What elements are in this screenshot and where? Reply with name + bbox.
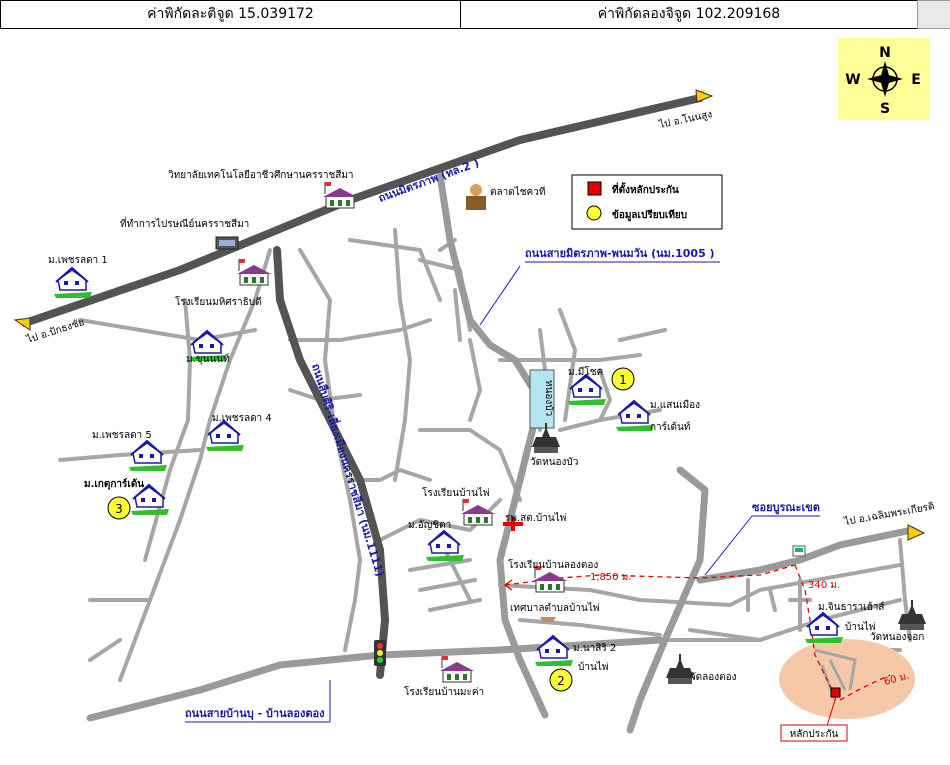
label-chindarat2: บ้านไพ่ [845,621,875,633]
compass-n: N [879,45,891,61]
collateral-marker: หลักประกัน [780,687,848,742]
dir-nonsung: ไป อ.โนนสูง [657,107,713,131]
label-saenmueang2: การ์เด้นท์ [650,421,690,433]
coordinate-bar: ค่าพิกัดละติจูด 15.039172 ค่าพิกัดลองจิจ… [0,0,950,29]
label-wat-longtong: วัดลองตอง [690,672,737,683]
label-school-banphai: โรงเรียนบ้านไพ่ [422,486,490,499]
main-roads [86,171,916,734]
direction-labels: ไป อ.โนนสูง ไป อ.ปักธงชัย ไป อ.เฉลิมพระเ… [24,107,935,528]
label-anchita: ม.อัญชิตา [408,520,451,531]
collateral-zone [779,639,915,719]
label-college: วิทยาลัยเทคโนโลยีอาชีวศึกษานครราชสีมา [168,168,354,181]
label-market: ตลาดไชควที [490,186,545,198]
legend: ที่ตั้งหลักประกัน ข้อมูลเปรียบเทียบ [571,174,723,230]
label-mittraphap-phanom: ถนนสายมิตรภาพ-พนมวัน (นม.1005 ) [525,247,715,260]
label-school-longtong: โรงเรียนบ้านลองตอง [508,558,598,571]
label-wat-nongchok: วัดหนองจอก [870,632,924,643]
label-natsiri1: ม.นาสิริ 2 [573,643,616,654]
pond: หนองบัว [529,369,555,429]
compass-w: W [845,72,860,88]
label-wat-nongbua: วัดหนองบัว [530,457,578,468]
label-phetrada4: ม.เพชรลดา 4 [212,413,272,424]
comparison-markers: 1 2 3 [107,367,635,692]
place-labels: วิทยาลัยเทคโนโลยีอาชีวศึกษานครราชสีมา ที… [48,168,924,698]
label-school-phet: โรงเรียนมหิศราธิบดี [175,295,262,308]
compass: N S W E [838,38,930,120]
label-school-makham: โรงเรียนบ้านมะค่า [404,685,484,698]
compass-e: E [911,72,921,88]
label-suebsiri: ถนนสืบศิริ-เลี่ยงเมืองนครราชสีมา (นม.111… [309,361,388,578]
label-michok: ม.มีโชค [568,365,603,378]
spare-cell [917,0,950,29]
buildings [215,181,806,683]
arrows [13,89,926,541]
label-banyu: ถนนสายบ้านบุ - บ้านลองตอง [185,707,324,721]
label-natsiri2: บ้านไพ่ [578,661,608,673]
label-tambon: เทศบาลตำบลบ้านไพ่ [510,602,599,614]
collateral-label: หลักประกัน [790,729,839,740]
latitude-cell: ค่าพิกัดละติจูด 15.039172 [0,0,461,29]
label-mittraphap: ถนนมิตรภาพ (ทล.2 ) [377,156,481,205]
distance-340: 340 ม. [808,580,840,591]
marker-2: 2 [557,674,565,688]
distance-1850: 1,850 ม. [590,572,632,583]
label-saenmueang1: ม.แสนเมือง [650,399,700,411]
label-post: ที่ทำการไปรษณีย์นครราชสีมา [120,216,249,230]
dir-chaloem: ไป อ.เฉลิมพระเกียรติ [842,500,935,528]
pond-label: หนองบัว [543,380,554,416]
label-phetrada1: ม.เพชรลดา 1 [48,255,108,266]
label-khunnon: ม.ขุนนนท์ [186,353,230,365]
label-soi: ซอยบูรณะเขต [752,501,820,515]
label-hospital: รพ.สต.บ้านไพ่ [505,512,566,524]
legend-compare: ข้อมูลเปรียบเทียบ [612,209,687,222]
longitude-cell: ค่าพิกัดลองจิจูด 102.209168 [460,0,918,29]
label-phetrada5: ม.เพชรลดา 5 [92,430,152,441]
marker-1: 1 [619,373,627,387]
label-chindarat1: ม.จินธาราเฮ้าส์ [818,601,884,613]
compass-s: S [880,101,890,117]
marker-3: 3 [115,502,123,516]
road-labels: ถนนมิตรภาพ (ทล.2 ) ถนนสายมิตรภาพ-พนมวัน … [185,156,820,723]
label-kekgarden: ม.เกตุการ์เด้น [84,478,144,490]
legend-collateral: ที่ตั้งหลักประกัน [612,182,679,196]
